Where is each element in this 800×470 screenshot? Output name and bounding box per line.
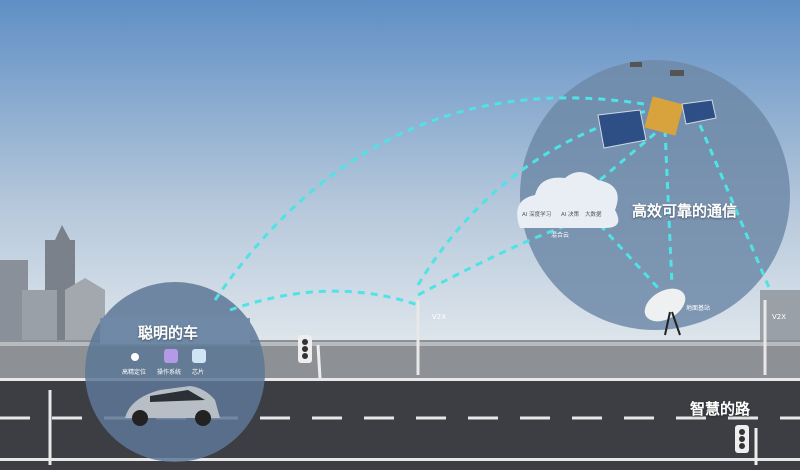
chip-icon: [192, 349, 206, 363]
feature-label: 高精定位: [122, 369, 147, 376]
city-buildings: [0, 225, 800, 345]
car-icon: [125, 386, 220, 426]
feature-label: 操作系统: [157, 369, 182, 376]
ground-station-dish-icon: [644, 288, 686, 336]
cloud-item: AI 深度学习: [522, 212, 552, 218]
smart-road-title: 智慧的路: [690, 400, 751, 418]
smart-car-title: 聪明的车: [138, 324, 199, 342]
v2x-label: V2X: [432, 313, 447, 321]
v2x-pole: [48, 300, 767, 465]
feature-label: 芯片: [192, 369, 205, 376]
traffic-light-icon: [298, 335, 758, 465]
communication-title: 高效可靠的通信: [632, 202, 738, 220]
cloud-shape: [517, 171, 619, 228]
v2x-label: V2X: [772, 313, 787, 321]
satellite-icon: [597, 62, 717, 149]
communication-circle: [520, 60, 790, 330]
cloud-item: AI 决策: [561, 212, 580, 218]
cloud-item: 大数据: [585, 212, 602, 218]
cloud-label: 混合云: [551, 232, 570, 239]
os-icon: [164, 349, 178, 363]
communication-links: [213, 96, 772, 312]
location-pin-icon: [131, 353, 139, 361]
ground-station-label: 地面基站: [686, 305, 711, 312]
